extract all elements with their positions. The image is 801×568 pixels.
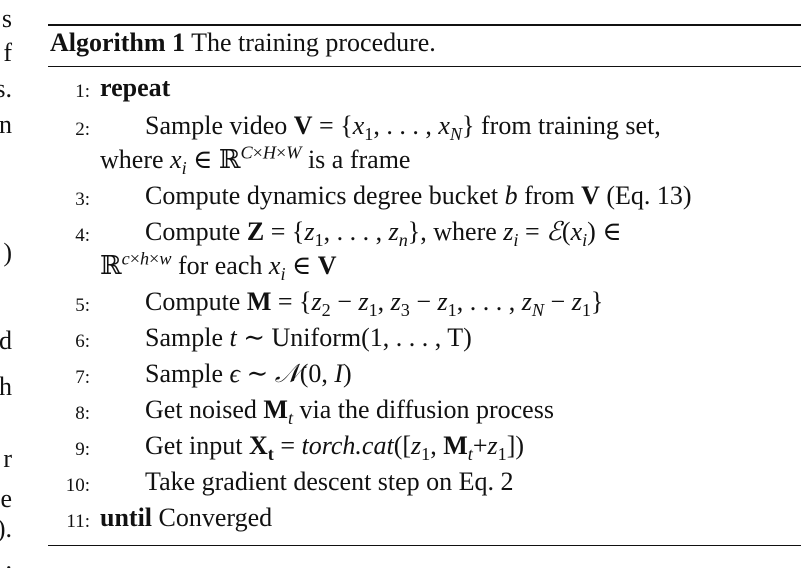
line-number: 5: — [75, 295, 90, 316]
line-text: Sample ϵ ∼ 𝒩(0, I) — [145, 359, 352, 388]
caption-rule — [48, 66, 801, 67]
edge-char: h — [0, 372, 12, 401]
left-page-edge: s f s. n ) d h r e ). . — [0, 0, 14, 568]
line-text: ℝc×h×w for each xi ∈ V — [100, 248, 337, 285]
line-number: 6: — [75, 331, 90, 352]
line-text: Take gradient descent step on Eq. 2 — [145, 467, 514, 496]
line-number: 9: — [75, 439, 90, 460]
algorithm-block: Algorithm 1 The training procedure. 1: r… — [48, 24, 801, 548]
edge-char: f — [3, 38, 12, 67]
line-text: Sample t ∼ Uniform(1, . . . , T) — [145, 323, 472, 352]
edge-char: n — [0, 110, 12, 139]
line-number: 4: — [75, 225, 90, 246]
edge-char: d — [0, 326, 12, 355]
edge-char: e — [0, 484, 12, 513]
line-text: Compute M = {z2 − z1, z3 − z1, . . . , z… — [145, 287, 604, 321]
line-text: until Converged — [100, 503, 273, 532]
line-number: 8: — [75, 403, 90, 424]
edge-char: ). — [0, 514, 12, 543]
edge-char: s. — [0, 74, 12, 103]
edge-char: s — [1, 4, 12, 33]
algorithm-label: Algorithm 1 — [50, 28, 186, 57]
line-number: 11: — [66, 511, 90, 532]
line-number: 3: — [75, 189, 90, 210]
edge-char: ) — [3, 238, 12, 267]
line-text: Get noised Mt via the diffusion process — [145, 395, 554, 429]
line-text: Compute dynamics degree bucket b from V … — [145, 181, 692, 210]
edge-char: r — [3, 444, 12, 473]
line-number: 7: — [75, 367, 90, 388]
keyword-repeat: repeat — [100, 73, 171, 102]
algorithm-title: The training procedure. — [191, 28, 436, 57]
bottom-rule — [48, 545, 801, 546]
math-V: V — [293, 111, 313, 140]
top-rule — [48, 24, 801, 26]
edge-char: . — [5, 546, 13, 568]
line-number: 2: — [75, 119, 90, 140]
line-text: Sample video V = {x1, . . . , xN} from t… — [145, 111, 661, 145]
algorithm-caption: Algorithm 1 The training procedure. — [50, 28, 436, 58]
line-number: 1: — [75, 81, 90, 102]
line-number: 10: — [65, 475, 90, 496]
line-text: Compute Z = {z1, . . . , zn}, where zi =… — [145, 217, 622, 251]
line-text: where xi ∈ ℝC×H×W is a frame — [100, 142, 411, 179]
keyword-until: until — [100, 503, 153, 532]
line-text: Get input Xt = torch.cat([z1, Mt+z1]) — [145, 431, 525, 465]
